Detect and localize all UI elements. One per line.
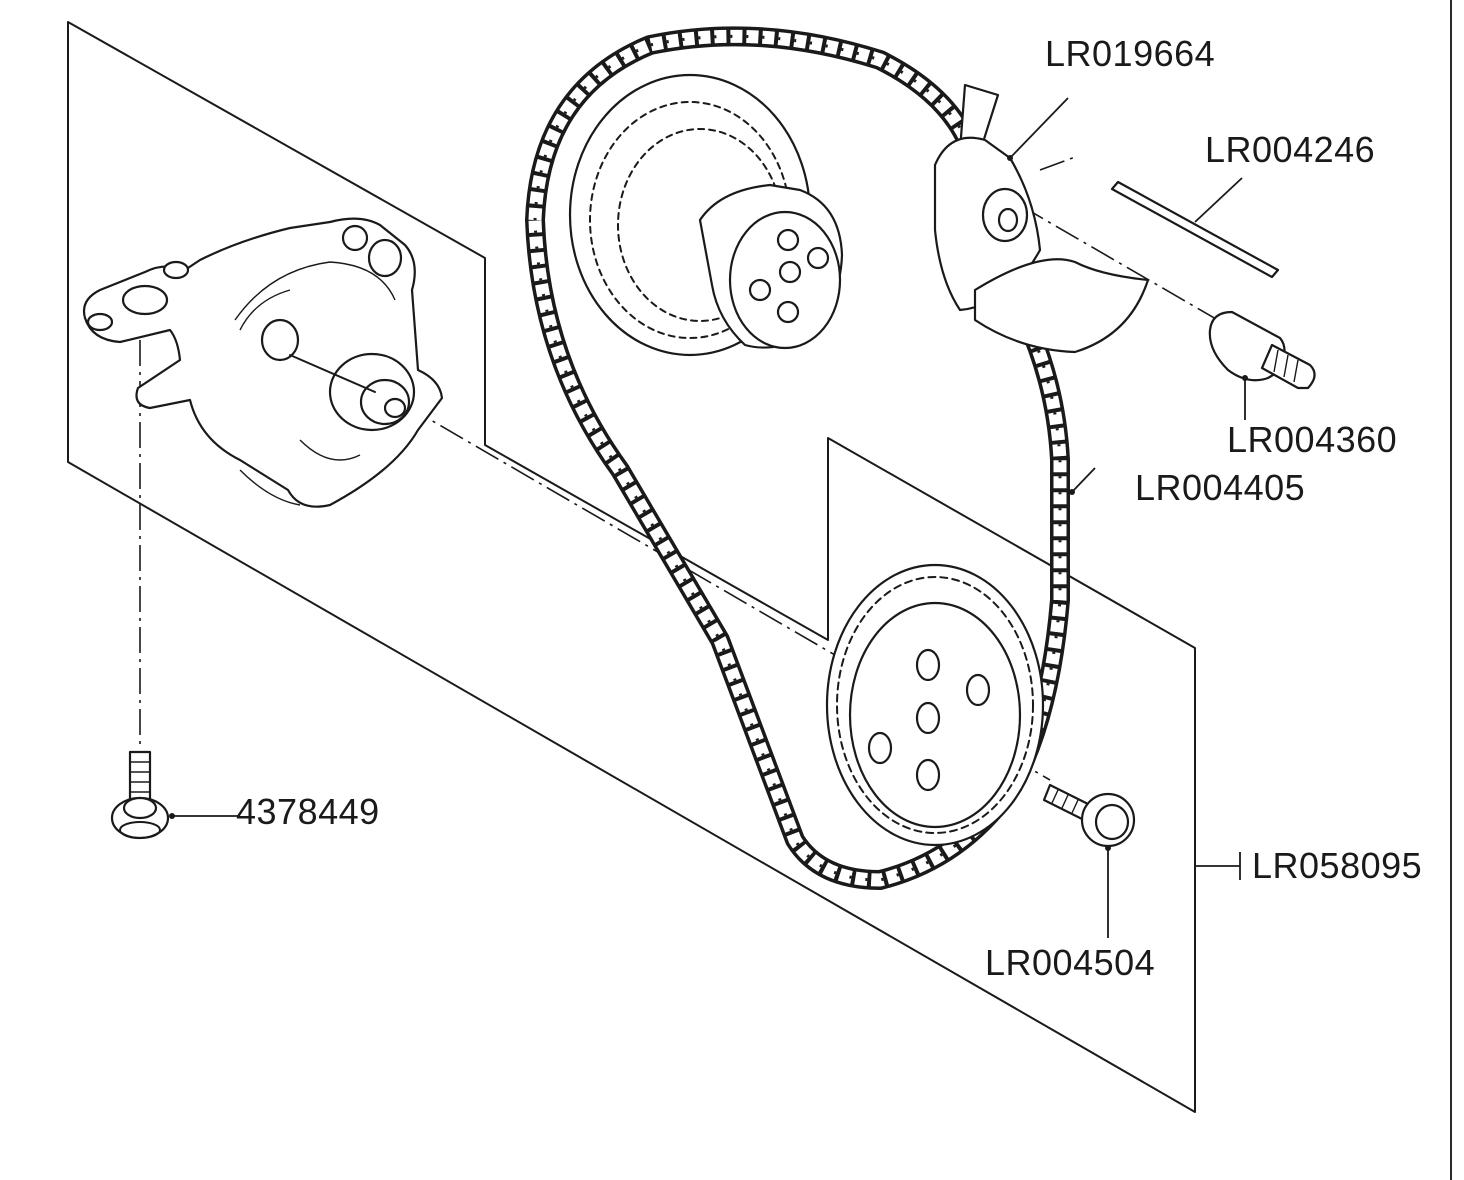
leader-lines	[169, 97, 1248, 938]
assembly-panel	[67, 21, 1196, 1113]
callout-lr004504: LR004504	[985, 942, 1156, 983]
callout-lr004246: LR004246	[1205, 129, 1376, 170]
lower-sprocket	[825, 563, 1045, 847]
callout-lr019664: LR019664	[1045, 33, 1216, 74]
sprocket-bolt	[1042, 783, 1136, 848]
tensioner-bolt	[1208, 310, 1316, 390]
callout-lr058095: LR058095	[1252, 845, 1423, 886]
upper-sprocket	[568, 73, 844, 357]
callout-lr004360: LR004360	[1227, 419, 1398, 460]
callout-lr004405: LR004405	[1135, 467, 1306, 508]
pump-bolt	[110, 750, 170, 840]
tensioner-upper-centerline	[1039, 156, 1076, 171]
tensioner-pin	[1110, 180, 1280, 279]
oil-pump	[82, 217, 444, 508]
chain-tensioner	[933, 83, 1150, 354]
callout-4378449: 4378449	[236, 791, 380, 832]
frame-right-edge	[1450, 0, 1452, 1180]
